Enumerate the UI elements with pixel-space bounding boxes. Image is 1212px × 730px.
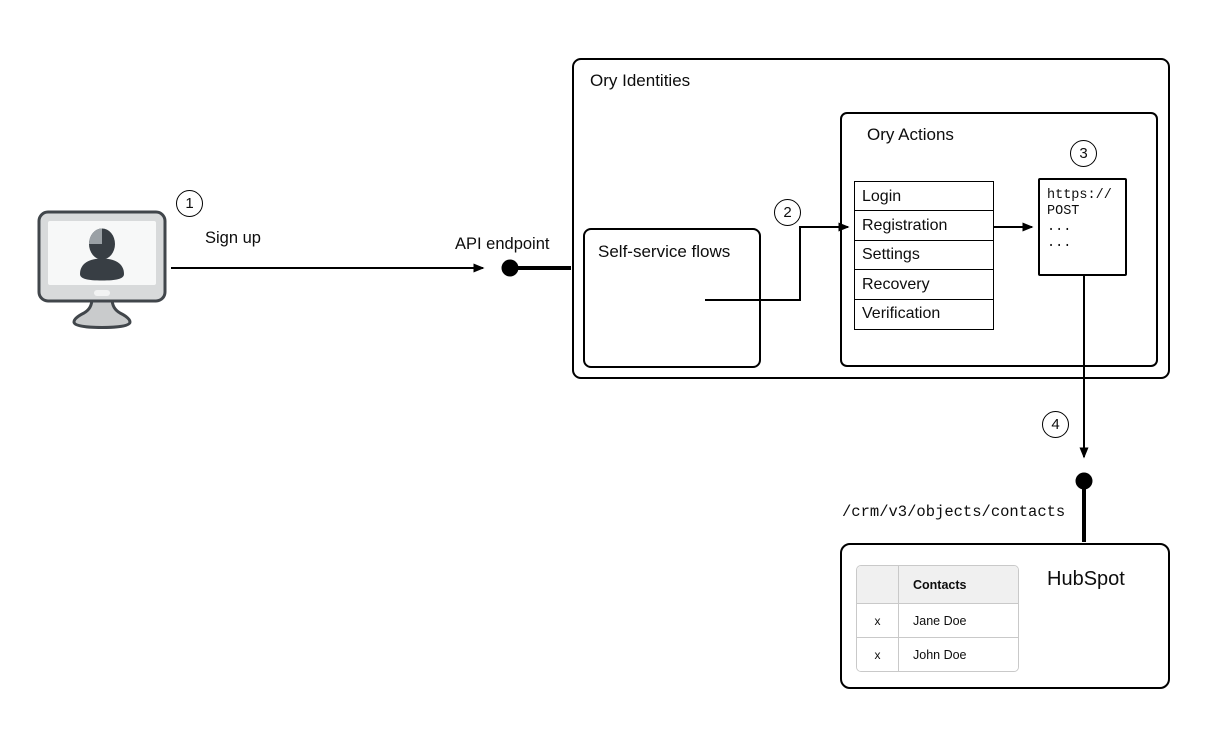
monitor-button	[94, 290, 110, 296]
hubspot-endpoint-dot	[1075, 472, 1093, 490]
flow-row-registration: Registration	[854, 210, 994, 242]
flow-row-settings: Settings	[854, 239, 994, 271]
step-badge-3: 3	[1070, 140, 1097, 167]
ory-actions-title: Ory Actions	[867, 125, 954, 144]
contact-name: John Doe	[913, 647, 967, 662]
ory-identities-box: Ory Identities	[572, 58, 1170, 379]
hubspot-title: HubSpot	[1047, 568, 1125, 590]
self-service-flows-box: Self-service flows	[583, 228, 761, 368]
flows-list: Login Registration Settings Recovery Ver…	[854, 181, 994, 330]
webhook-line: https://	[1047, 188, 1112, 203]
user-silhouette-icon	[80, 228, 124, 281]
contact-name: Jane Doe	[913, 613, 967, 628]
flow-row-recovery: Recovery	[854, 269, 994, 301]
contacts-header-mark-cell	[857, 566, 899, 603]
webhook-line: ...	[1047, 236, 1072, 251]
monitor-user-icon	[37, 210, 167, 329]
flow-row-login: Login	[854, 181, 994, 212]
step-badge-2: 2	[774, 199, 801, 226]
webhook-line: POST	[1047, 204, 1080, 219]
sign-up-label: Sign up	[205, 229, 261, 247]
contacts-header-label: Contacts	[913, 577, 967, 592]
step-badge-1: 1	[176, 190, 203, 217]
monitor-stand	[72, 296, 132, 329]
api-endpoint-dot	[501, 259, 519, 277]
table-row: x John Doe	[857, 637, 1018, 671]
contact-mark: x	[857, 638, 899, 671]
self-service-flows-title: Self-service flows	[598, 242, 731, 261]
crm-path-label: /crm/v3/objects/contacts	[842, 503, 1066, 521]
hubspot-box: HubSpot Contacts x Jane Doe x John Doe	[840, 543, 1170, 689]
table-row: x Jane Doe	[857, 603, 1018, 637]
api-endpoint-label: API endpoint	[455, 235, 550, 253]
step-badge-4: 4	[1042, 411, 1069, 438]
flow-row-verification: Verification	[854, 298, 994, 330]
contacts-table: Contacts x Jane Doe x John Doe	[856, 565, 1019, 672]
contact-mark: x	[857, 604, 899, 637]
ory-identities-title: Ory Identities	[590, 71, 691, 90]
contacts-table-header: Contacts	[857, 566, 1018, 603]
webhook-box: https:// POST ... ...	[1038, 178, 1127, 276]
webhook-line: ...	[1047, 220, 1072, 235]
